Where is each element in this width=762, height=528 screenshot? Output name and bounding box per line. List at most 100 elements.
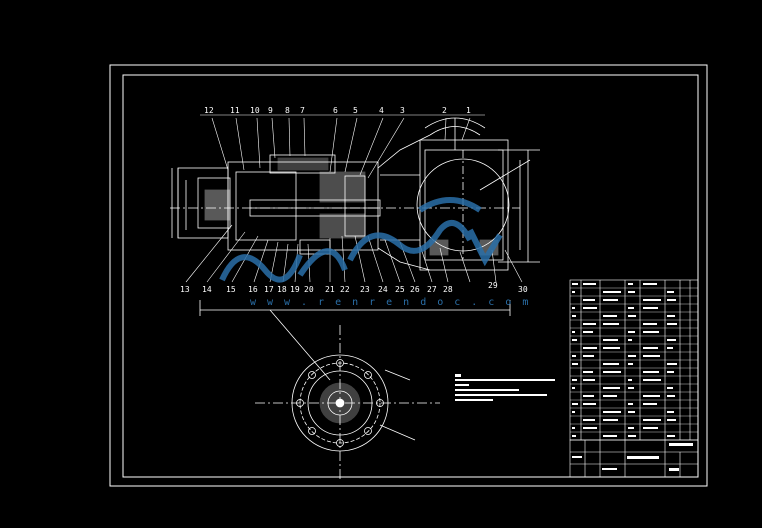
parts-cell-mark [572,339,577,341]
parts-cell-mark [603,435,617,437]
parts-cell-mark [643,371,659,373]
balloon-13: 13 [180,285,190,294]
parts-cell-mark [603,395,617,397]
balloon-18: 18 [277,285,287,294]
parts-cell-mark [603,363,619,365]
parts-cell-mark [667,411,674,413]
balloon-21: 21 [325,285,335,294]
parts-cell-mark [628,307,634,309]
balloon-30: 30 [518,285,528,294]
parts-cell-mark [572,379,577,381]
parts-cell-mark [643,331,659,333]
balloon-labels-top: 12 11 10 9 8 7 6 5 4 3 2 1 [204,106,471,115]
parts-cell-mark [667,435,675,437]
balloon-17: 17 [264,285,274,294]
parts-cell-mark [603,347,620,349]
parts-cell-mark [667,395,675,397]
balloon-12: 12 [204,106,214,115]
balloon-labels-bottom: 13 14 15 16 17 18 19 20 21 22 23 24 25 2… [180,281,528,294]
technical-notes [455,374,555,401]
parts-cell-mark [667,371,674,373]
parts-cell-mark [628,379,632,381]
balloon-25: 25 [395,285,405,294]
parts-cell-mark [603,299,618,301]
outer-frame [109,64,708,487]
parts-cell-mark [667,339,676,341]
parts-cell-mark [603,315,617,317]
assembly-section-view [170,117,540,316]
parts-cell-mark [628,355,636,357]
balloon-22: 22 [340,285,350,294]
parts-cell-mark [628,411,635,413]
parts-cell-mark [603,291,621,293]
parts-cell-mark [643,427,658,429]
parts-cell-mark [572,291,575,293]
parts-cell-mark [667,419,676,421]
parts-cell-mark [572,355,576,357]
parts-cell-mark [643,299,661,301]
flange-end-view [255,309,440,480]
parts-cell-mark [628,283,633,285]
parts-cell-mark [572,363,578,365]
parts-cell-mark [572,427,575,429]
balloon-29: 29 [488,281,498,290]
balloon-4: 4 [379,106,384,115]
parts-cell-mark [643,379,661,381]
parts-cell-mark [628,427,634,429]
parts-cell-mark [628,387,634,389]
parts-cell-mark [643,419,661,421]
parts-cell-mark [583,347,597,349]
parts-cell-mark [667,291,674,293]
parts-cell-mark [667,315,675,317]
balloon-11: 11 [230,106,240,115]
parts-cell-mark [643,307,658,309]
leader-lines-top [200,114,485,179]
parts-cell-mark [583,427,597,429]
parts-list-cell-text [572,283,677,437]
parts-cell-mark [667,323,677,325]
parts-cell-mark [603,371,621,373]
parts-cell-mark [583,283,596,285]
parts-cell-mark [572,435,576,437]
parts-cell-mark [583,371,593,373]
parts-cell-mark [603,339,618,341]
balloon-10: 10 [250,106,260,115]
balloon-7: 7 [300,106,305,115]
parts-cell-mark [572,411,575,413]
parts-cell-mark [643,347,658,349]
parts-cell-mark [583,307,597,309]
parts-cell-mark [572,387,575,389]
parts-cell-mark [667,363,677,365]
parts-cell-mark [583,355,594,357]
parts-cell-mark [603,419,618,421]
balloon-6: 6 [333,106,338,115]
parts-cell-mark [603,323,619,325]
parts-cell-mark [603,411,621,413]
parts-cell-mark [572,331,575,333]
parts-cell-mark [667,299,676,301]
balloon-14: 14 [202,285,212,294]
balloon-27: 27 [427,285,437,294]
parts-cell-mark [628,435,636,437]
parts-cell-mark [603,387,620,389]
parts-cell-mark [628,315,636,317]
parts-cell-mark [583,403,596,405]
parts-cell-mark [667,347,673,349]
title-block-text [572,443,693,471]
parts-cell-mark [643,395,660,397]
balloon-19: 19 [290,285,300,294]
parts-cell-mark [583,395,594,397]
parts-cell-mark [572,307,575,309]
title-block [569,439,699,478]
parts-cell-mark [643,355,660,357]
parts-cell-mark [583,419,595,421]
watermark-text: www.renrendoc.com [250,297,539,308]
parts-cell-mark [643,283,657,285]
watermark-logo [219,197,503,283]
balloon-15: 15 [226,285,236,294]
balloon-8: 8 [285,106,290,115]
parts-cell-mark [628,339,632,341]
balloon-3: 3 [400,106,405,115]
inner-frame [122,74,699,478]
